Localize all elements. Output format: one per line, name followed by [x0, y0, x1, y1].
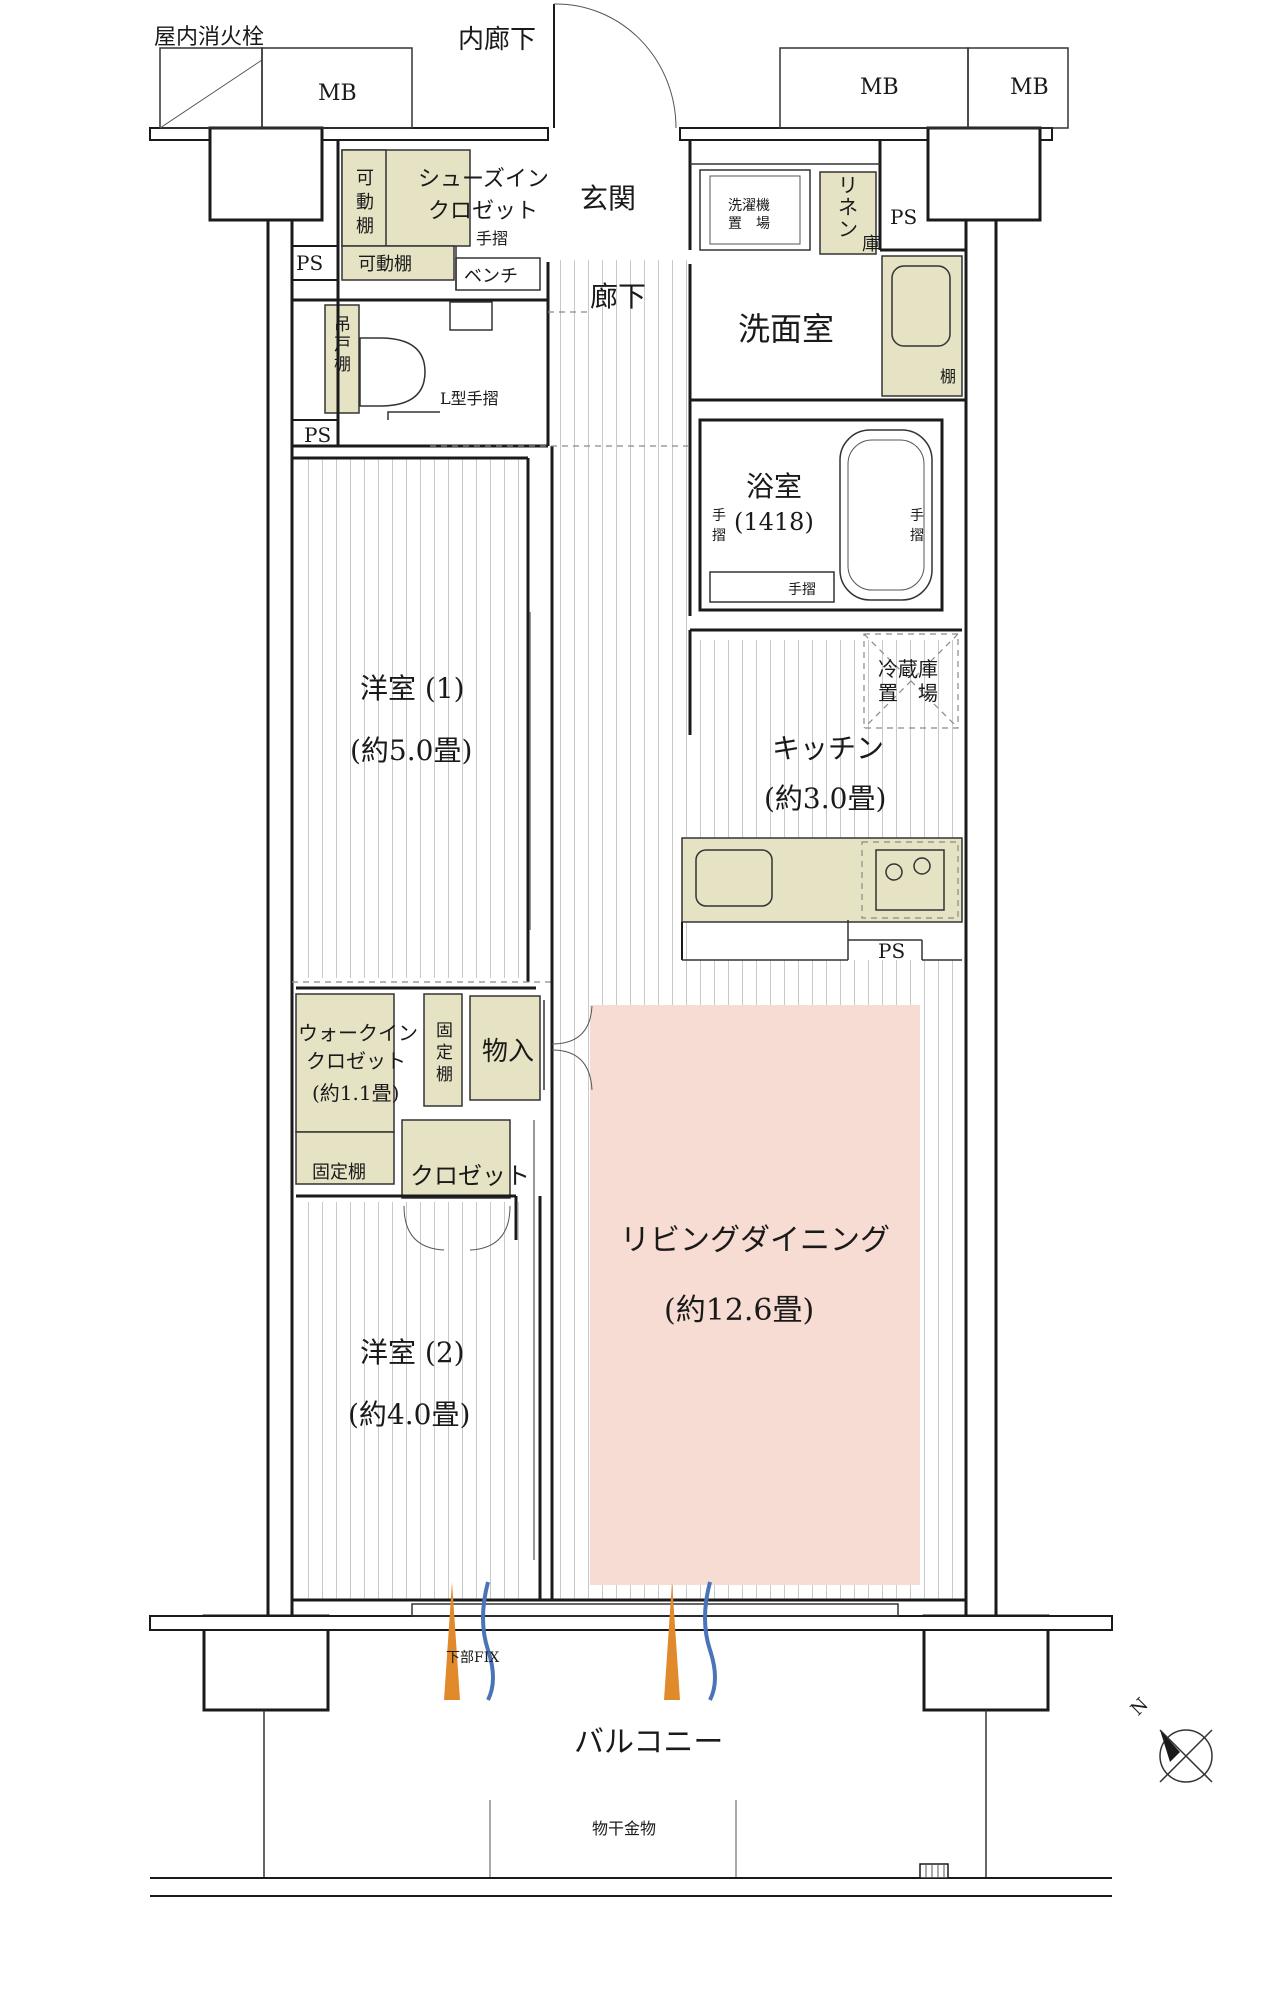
column-top-right — [926, 126, 1042, 222]
hydrant-label: 屋内消火栓 — [154, 25, 264, 50]
washer-label-1: 洗濯機 — [728, 198, 770, 214]
toilet — [359, 301, 493, 420]
room1-size-label: (約5.0畳) — [350, 734, 472, 767]
fridge-label-1: 冷蔵庫 — [878, 657, 938, 681]
north-label: N — [1127, 1694, 1153, 1720]
movable-shelf-label: 可動棚 — [358, 254, 412, 275]
shoes-closet-label-2: クロゼット — [428, 199, 538, 224]
bath-handrail-left: 手 摺 — [712, 508, 730, 544]
kitchen-size-label: (約3.0畳) — [764, 782, 886, 815]
inner-corridor-label: 内廊下 — [458, 25, 536, 55]
storage-mono — [469, 995, 541, 1101]
living-size-label: (約12.6畳) — [664, 1293, 814, 1328]
l-handrail-label: L型手摺 — [440, 389, 499, 408]
labels: PS PS PS PS シューズイン クロゼット 可 動 棚 可動棚 手摺 ベン… — [296, 167, 956, 1838]
closet-label: クロゼット — [410, 1162, 530, 1190]
mb-label-right: MB — [860, 75, 899, 100]
balcony-label: バルコニー — [574, 1725, 723, 1760]
linen-label: リ ネ ン — [838, 173, 864, 241]
hanging-shelf-label: 吊 戸 棚 — [334, 315, 356, 375]
fix-note-label: 下部FIX — [446, 1650, 499, 1666]
storage-door[interactable] — [543, 1000, 593, 1091]
kitchen-sink — [695, 849, 773, 907]
mb-box-right — [779, 47, 1069, 129]
sliding-doors[interactable] — [529, 612, 535, 1560]
senmen-label: 洗面室 — [738, 310, 834, 348]
bottom-slab — [149, 1615, 1113, 1631]
movable-shelf-side — [341, 149, 387, 247]
airflow-icon-right — [664, 1581, 717, 1701]
washbasin-counter — [881, 255, 963, 397]
kitchen-floor — [692, 640, 962, 840]
mb-label-far-right: MB — [1010, 75, 1049, 100]
room2-name-label: 洋室 (2) — [360, 1336, 465, 1369]
hydrant-box — [159, 47, 263, 129]
wic-fill — [295, 993, 395, 1133]
column-bottom-right — [922, 1614, 1050, 1712]
bath-handrail-right: 手 摺 — [910, 508, 928, 544]
wall-left — [266, 218, 294, 1618]
mb-label-left: MB — [318, 81, 357, 106]
washer-area — [699, 169, 811, 251]
handrail-label-genkan: 手摺 — [476, 229, 508, 248]
ps-label-left: PS — [296, 251, 323, 275]
bath-handrail-bottom: 手摺 — [788, 582, 816, 598]
bench-label: ベンチ — [464, 266, 518, 287]
room1-floor — [296, 458, 528, 978]
washbasin — [891, 265, 951, 347]
wall-right — [964, 218, 998, 1618]
mv1: 可 — [356, 168, 374, 189]
shoes-closet-label-1: シューズイン — [418, 167, 549, 192]
balcony — [150, 1710, 1112, 1897]
column-top-left — [208, 126, 324, 222]
wic-fixed-shelf-bottom — [295, 1131, 395, 1185]
room2-closet-fill — [401, 1119, 511, 1199]
living-name-label: リビングダイニング — [620, 1223, 890, 1258]
bathtub — [709, 429, 933, 603]
room2-size-label: (約4.0畳) — [348, 1398, 470, 1431]
mv3: 棚 — [356, 216, 374, 237]
bath-name-label: 浴室 — [746, 470, 802, 503]
storage-label: 物入 — [482, 1037, 534, 1067]
washer-label-2: 置 場 — [728, 216, 770, 232]
room2-floor — [296, 1202, 528, 1600]
north-compass-icon — [1159, 1729, 1213, 1783]
shelf-label: 棚 — [940, 367, 956, 386]
entry-door[interactable] — [553, 3, 677, 129]
fixed-shelf-label: 固定棚 — [312, 1162, 366, 1183]
rouka-label: 廊下 — [590, 280, 646, 313]
mb-box-left — [261, 47, 413, 129]
wic-label-2: クロゼット — [306, 1049, 406, 1073]
laundry-pole-label: 物干金物 — [592, 1819, 656, 1838]
mv2: 動 — [356, 192, 374, 213]
fridge-label-2: 置 場 — [878, 681, 938, 705]
ps-label-right: PS — [890, 205, 917, 229]
bath-size-label: (1418) — [734, 508, 814, 536]
linen-label-2: 庫 — [862, 234, 880, 255]
wic-size-label: (約1.1畳) — [312, 1081, 399, 1105]
wic-label-1: ウォークイン — [298, 1021, 418, 1045]
cooktop — [861, 841, 959, 919]
genkan-label: 玄関 — [580, 182, 636, 215]
ps-label-toilet: PS — [304, 423, 331, 447]
ps-label-kitchen: PS — [878, 939, 905, 963]
movable-shelf-bottom — [341, 245, 455, 281]
interior-walls — [292, 140, 966, 1617]
kitchen-name-label: キッチン — [772, 732, 884, 765]
room2-closet-doors[interactable] — [403, 1205, 511, 1251]
linen-closet — [819, 171, 877, 255]
fridge-place — [863, 633, 959, 729]
movable-shelf-vertical-label: 可 動 棚 — [356, 168, 380, 237]
toilet-hanging-shelf — [324, 304, 360, 414]
airflow-icon-left — [444, 1581, 495, 1701]
wic-fixed-shelf-vertical: 固 定 棚 — [436, 1021, 458, 1085]
wic-fixed-shelf-side — [423, 993, 463, 1107]
kitchen-counter — [681, 837, 963, 923]
room1-name-label: 洋室 (1) — [360, 672, 465, 705]
living-highlight — [590, 1005, 920, 1585]
